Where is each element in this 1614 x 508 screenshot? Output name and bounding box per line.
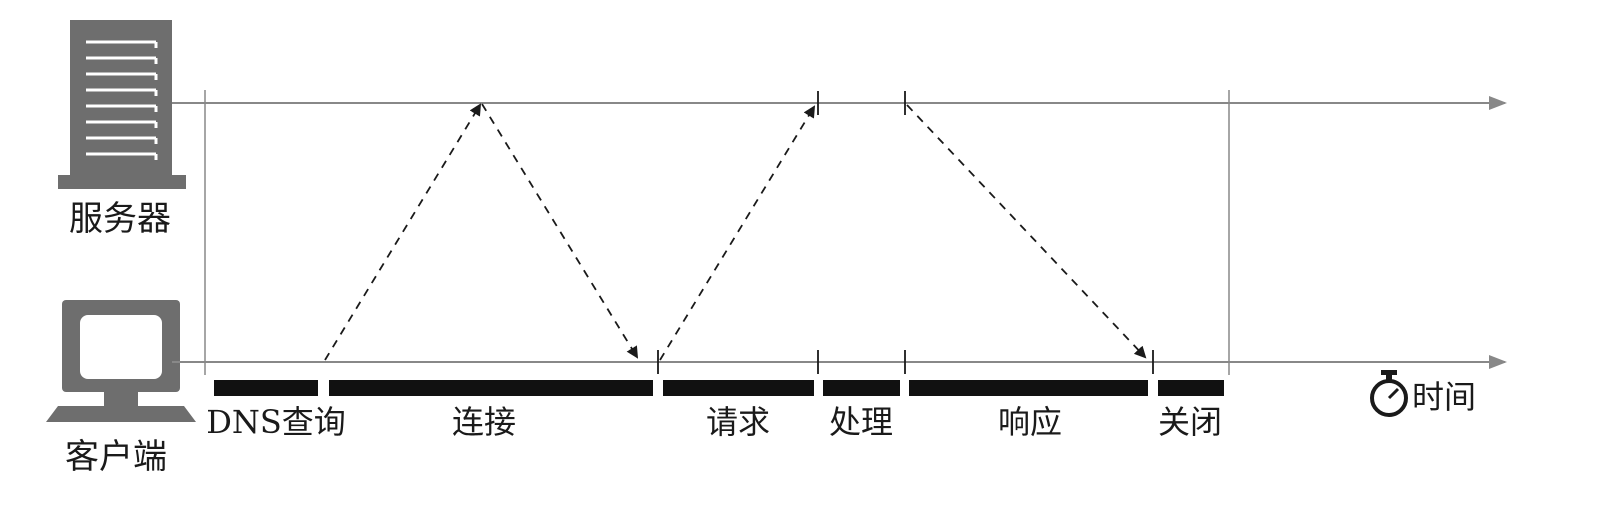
phase-label-connect: 连接 — [452, 403, 516, 441]
phase-bar-request — [663, 380, 814, 396]
phase-label-request: 请求 — [706, 403, 770, 441]
time-label: 时间 — [1412, 378, 1476, 416]
phase-bar-close — [1158, 380, 1224, 396]
phase-label-process: 处理 — [829, 403, 893, 441]
client-label: 客户端 — [65, 437, 167, 477]
phase-bar-process — [823, 380, 900, 396]
syn-ack-arrow — [481, 103, 639, 359]
client-computer-icon — [46, 300, 196, 422]
server-label: 服务器 — [69, 199, 171, 239]
syn-arrow — [324, 103, 482, 361]
phase-bar-response — [909, 380, 1148, 396]
server-icon — [58, 20, 186, 189]
phase-bar-dns — [214, 380, 318, 396]
phase-label-dns: DNS查询 — [206, 403, 346, 441]
phase-label-response: 响应 — [998, 403, 1062, 441]
request-arrow — [659, 105, 816, 361]
phase-bar-connect — [329, 380, 653, 396]
stopwatch-icon — [1370, 370, 1408, 417]
phase-label-close: 关闭 — [1158, 403, 1222, 441]
response-arrow — [906, 104, 1147, 359]
